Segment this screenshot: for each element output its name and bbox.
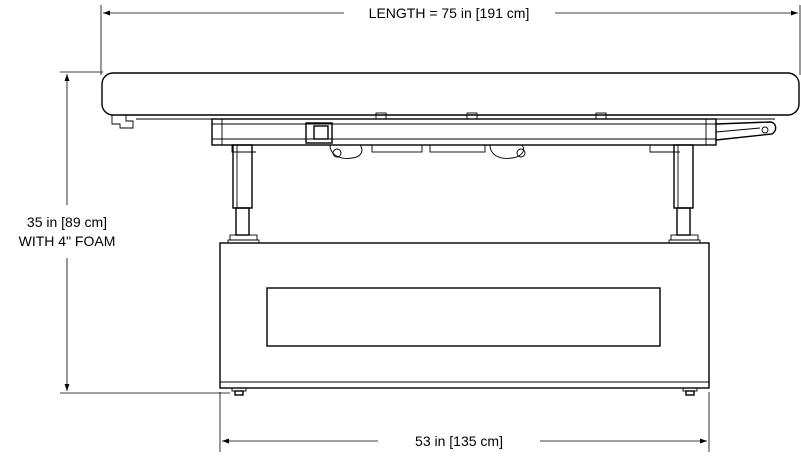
height-dimension: 35 in [89 cm] WITH 4" FOAM (19, 71, 230, 394)
length-dimension: LENGTH = 75 in [191 cm] (100, 5, 801, 75)
width-label: 53 in [135 cm] (415, 433, 503, 449)
base-cabinet (219, 242, 710, 389)
width-dimension: 53 in [135 cm] (219, 392, 710, 452)
height-label-line1: 35 in [89 cm] (27, 214, 107, 230)
table-top (101, 72, 800, 129)
leveling-feet (231, 387, 698, 396)
length-label: LENGTH = 75 in [191 cm] (369, 5, 530, 21)
mechanism-details (231, 144, 680, 159)
height-label-line2: WITH 4" FOAM (19, 233, 116, 249)
frame (211, 118, 717, 146)
hinge-arm (715, 121, 777, 141)
power-outlet-icon (305, 122, 333, 144)
lift-columns (227, 144, 701, 244)
